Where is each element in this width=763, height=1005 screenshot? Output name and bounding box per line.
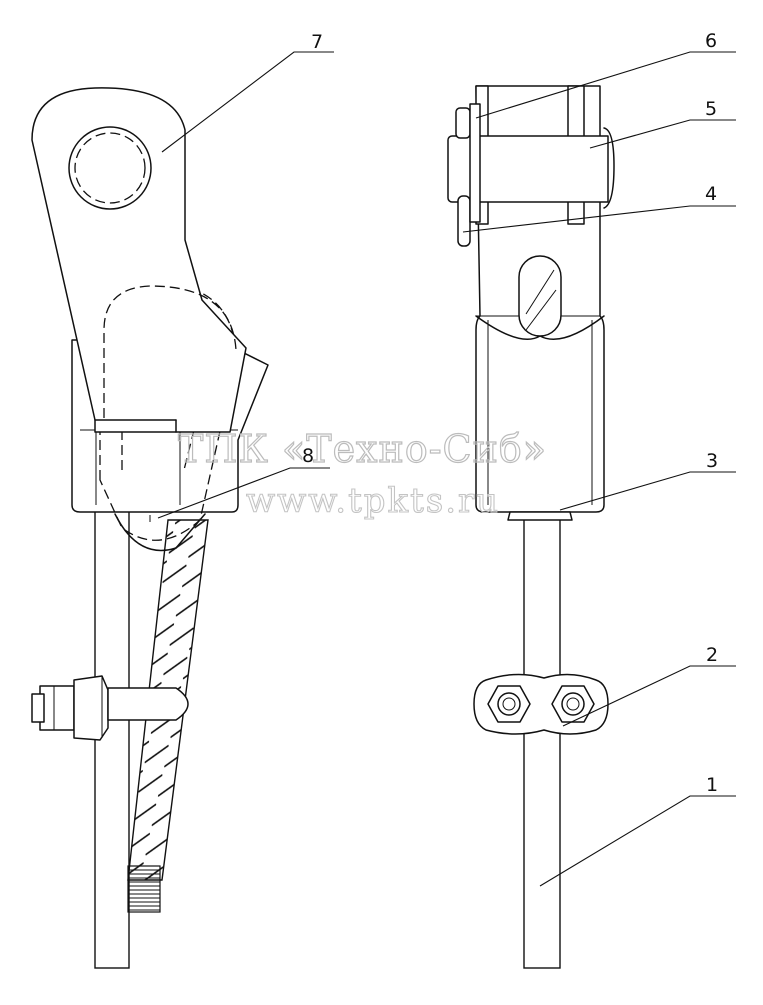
rope-clamp-front — [473, 673, 609, 735]
callout-labels: 7 6 5 4 8 3 2 1 — [302, 30, 718, 796]
cotter-pin — [457, 195, 471, 247]
callout-1: 1 — [706, 774, 718, 796]
callout-3: 3 — [706, 450, 718, 472]
callout-2: 2 — [706, 644, 718, 666]
wedge-slot — [518, 255, 562, 337]
washer — [469, 103, 481, 223]
clevis-pin — [469, 135, 609, 203]
clevis-lug — [31, 87, 247, 433]
leader-lines — [157, 51, 736, 887]
wedge-tip-3 — [507, 511, 573, 521]
callout-6: 6 — [705, 30, 717, 52]
rope-clamp-side — [31, 675, 189, 741]
rope-right — [523, 511, 561, 969]
watermark-url: www.tpkts.ru — [246, 481, 500, 521]
callout-7: 7 — [311, 31, 323, 53]
watermark-company: ТПК «Техно-Сиб» — [178, 427, 547, 471]
watermark: ТПК «Техно-Сиб» www.tpkts.ru — [177, 426, 547, 521]
rope-tail-thread — [127, 865, 161, 913]
callout-8: 8 — [302, 445, 314, 467]
callout-4: 4 — [705, 183, 717, 205]
callout-5: 5 — [705, 98, 717, 120]
right-front-view — [447, 85, 615, 969]
left-side-view — [31, 87, 269, 969]
lug-pin-hole — [68, 126, 152, 210]
